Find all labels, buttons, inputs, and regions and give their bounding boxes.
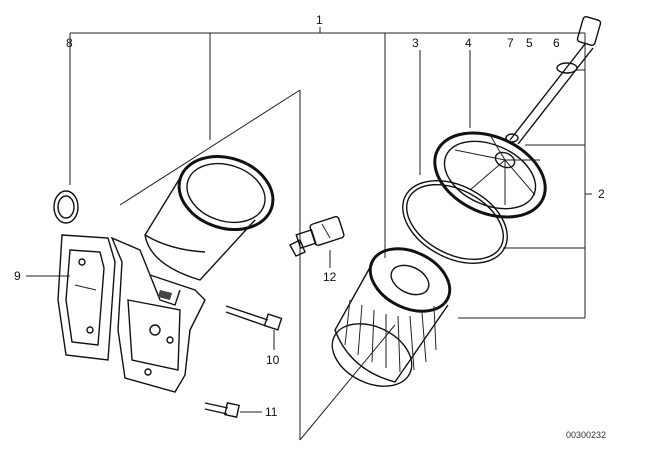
callout-3: 3: [412, 36, 419, 50]
filter-cover-4: [433, 131, 547, 219]
drawing-code: 00300232: [566, 430, 606, 440]
callout-12: 12: [323, 270, 337, 284]
callout-labels: 1 2 3 4 5 6 7 8 9 10 11 12: [14, 13, 605, 419]
callout-6: 6: [553, 36, 560, 50]
callout-5: 5: [526, 36, 533, 50]
callout-11: 11: [265, 405, 278, 419]
callout-2: 2: [598, 187, 605, 201]
o-ring-8: [53, 190, 79, 224]
filter-element: [331, 247, 452, 387]
callout-7: 7: [507, 36, 514, 50]
callout-1: 1: [316, 13, 323, 27]
callout-10: 10: [266, 353, 280, 367]
bolt-11: [204, 402, 240, 418]
oil-pressure-sensor-12: [289, 215, 345, 257]
callout-9: 9: [14, 269, 21, 283]
leader-lines: [26, 27, 592, 441]
callout-8: 8: [66, 36, 73, 50]
sealing-ring-3: [402, 180, 508, 264]
bolt-10: [225, 305, 283, 331]
callout-4: 4: [465, 36, 472, 50]
filter-housing: [110, 155, 275, 393]
gasket-9: [57, 234, 116, 361]
